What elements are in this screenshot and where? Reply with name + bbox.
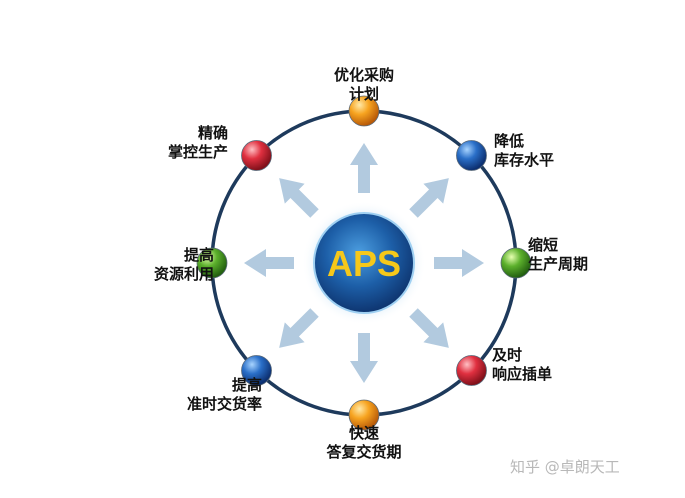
node-label-line: 精确 (197, 124, 228, 142)
arrow-control (279, 178, 319, 218)
node-label-line: 资源利用 (153, 265, 214, 283)
node-ball-resource (196, 247, 228, 279)
node-ball-inventory (456, 140, 487, 171)
node-label-line: 缩短 (528, 236, 559, 254)
watermark: 知乎 @卓朗天工 (510, 458, 620, 476)
node-ball-procurement (348, 95, 380, 127)
node-label-line: 答复交货期 (326, 443, 402, 461)
node-label-line: 及时 (492, 346, 523, 364)
node-ball-control (241, 140, 272, 171)
node-label-cycle: 缩短生产周期 (528, 236, 588, 274)
center-label: APS (327, 243, 401, 284)
node-label-procurement: 优化采购计划 (334, 66, 394, 104)
arrow-ontime (279, 308, 319, 348)
node-label-line: 掌控生产 (167, 143, 228, 161)
node-label-line: 降低 (494, 132, 525, 150)
node-label-line: 响应插单 (492, 365, 553, 383)
arrow-response (409, 308, 449, 348)
node-label-ontime: 提高准时交货率 (187, 376, 262, 414)
node-label-control: 精确掌控生产 (168, 124, 228, 162)
node-label-line: 生产周期 (528, 255, 589, 273)
node-label-line: 库存水平 (494, 151, 555, 169)
center-circle (313, 212, 415, 314)
arrow-cycle (434, 249, 484, 277)
node-label-response: 及时响应插单 (492, 346, 552, 384)
node-label-line: 提高 (183, 246, 214, 264)
arrow-resource (244, 249, 294, 277)
node-label-line: 快速 (348, 424, 380, 442)
arrow-delivery (350, 333, 378, 383)
node-ball-cycle (500, 247, 532, 279)
node-label-inventory: 降低库存水平 (494, 132, 554, 170)
node-ball-delivery (348, 399, 380, 431)
arrow-inventory (409, 178, 449, 218)
node-label-line: 优化采购 (333, 66, 395, 84)
node-label-line: 提高 (231, 376, 262, 394)
node-label-line: 计划 (348, 85, 380, 103)
node-ball-response (456, 355, 487, 386)
node-label-resource: 提高资源利用 (154, 246, 214, 284)
node-ball-ontime (241, 355, 272, 386)
node-label-line: 准时交货率 (186, 395, 262, 413)
node-label-delivery: 快速答复交货期 (326, 424, 401, 462)
arrow-procurement (350, 143, 378, 193)
